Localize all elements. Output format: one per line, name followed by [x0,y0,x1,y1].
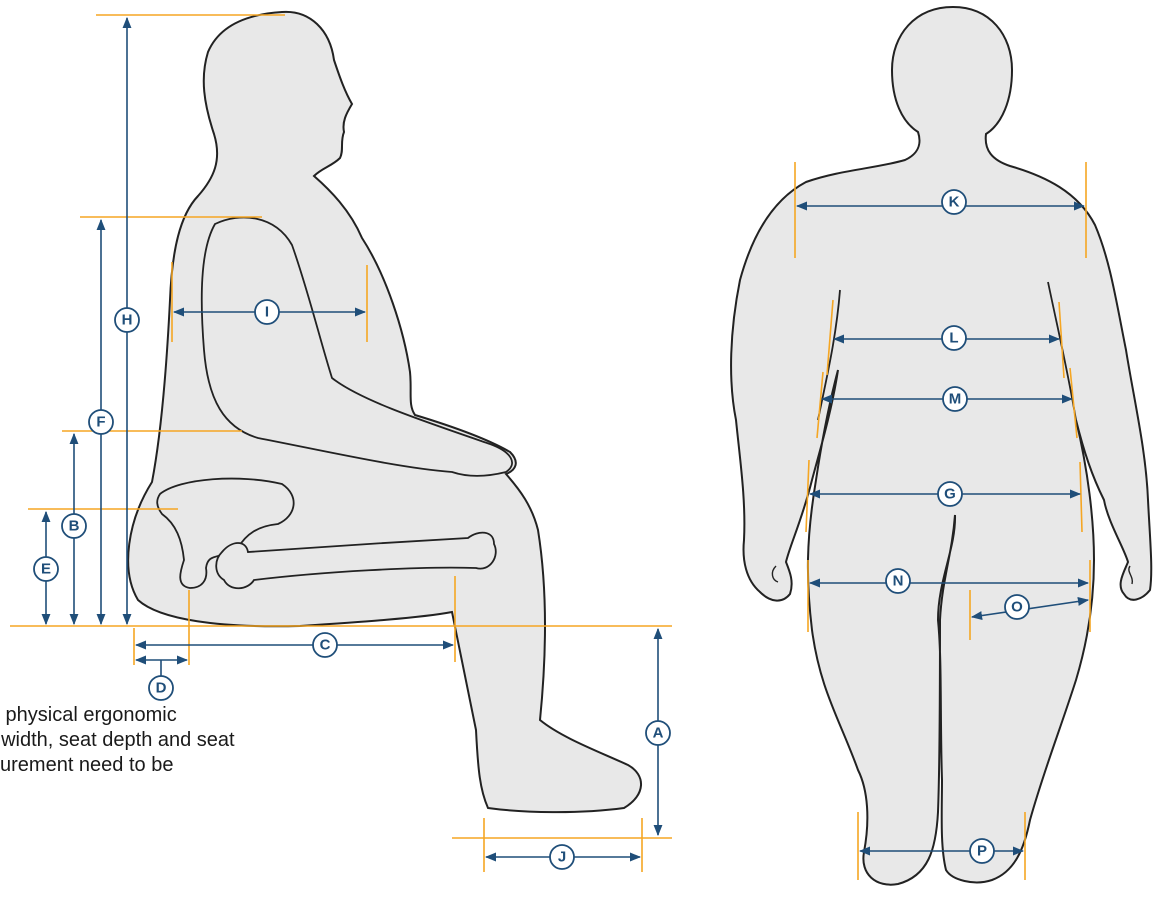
marker-e: E [34,557,58,581]
svg-text:F: F [96,414,105,431]
svg-text:E: E [41,561,51,578]
svg-text:M: M [949,391,962,408]
marker-a: A [646,721,670,745]
svg-text:P: P [977,843,987,860]
marker-j: J [550,845,574,869]
svg-text:L: L [949,330,958,347]
marker-p: P [970,839,994,863]
svg-text:N: N [893,573,904,590]
front-silhouette [731,7,1151,885]
svg-text:B: B [69,518,80,535]
front-figure [731,7,1151,885]
marker-g: G [938,482,962,506]
svg-text:D: D [156,680,167,697]
marker-m: M [943,387,967,411]
svg-text:K: K [949,194,960,211]
marker-h: H [115,308,139,332]
marker-l: L [942,326,966,350]
marker-d: D [149,676,173,700]
svg-text:H: H [122,312,133,329]
marker-b: B [62,514,86,538]
marker-c: C [313,633,337,657]
caption-text: s physical ergonomic t width, seat depth… [0,703,370,778]
svg-text:C: C [320,637,331,654]
svg-text:G: G [944,486,956,503]
caption-line-3: surement need to be [0,753,370,778]
marker-n: N [886,569,910,593]
marker-i: I [255,300,279,324]
svg-text:A: A [653,725,664,742]
marker-f: F [89,410,113,434]
caption-line-2: t width, seat depth and seat [0,728,370,753]
svg-text:O: O [1011,599,1023,616]
marker-k: K [942,190,966,214]
seated-figure [128,12,641,812]
svg-text:I: I [265,304,269,321]
svg-text:J: J [558,849,566,866]
caption-line-1: s physical ergonomic [0,703,370,728]
seated-silhouette [128,12,641,812]
marker-o: O [1005,595,1029,619]
